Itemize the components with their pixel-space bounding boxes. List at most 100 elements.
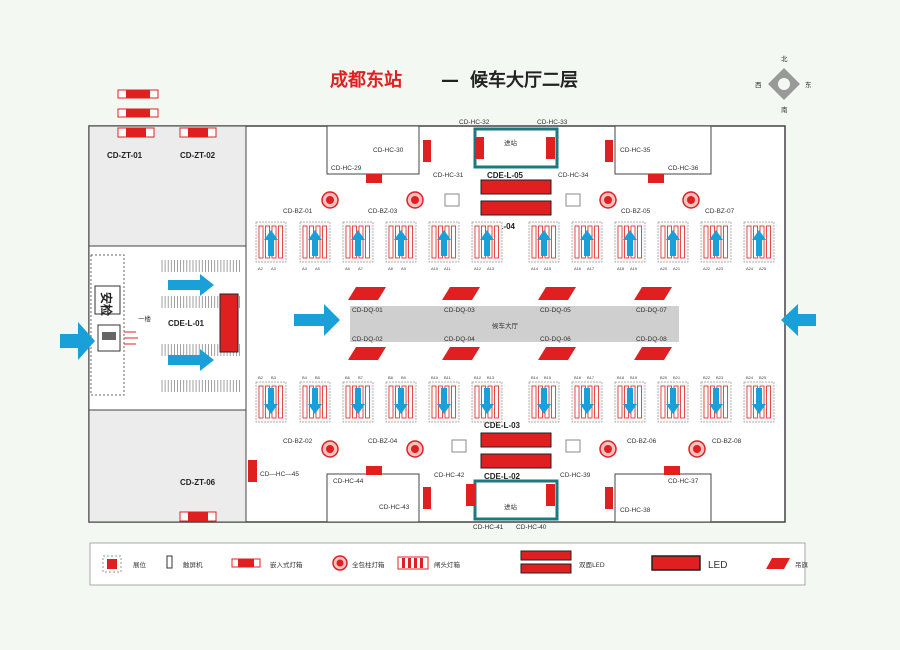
legend-flag: 吊旗 xyxy=(795,560,809,569)
gate-label: A2 xyxy=(258,266,264,271)
hanging-flag xyxy=(538,347,576,360)
entry-bottom[interactable] xyxy=(473,479,559,521)
gate-label: A13 xyxy=(487,266,495,271)
east-entry-arrow-icon xyxy=(781,304,816,336)
security-beam-icon xyxy=(124,331,138,345)
gate-label: A8 xyxy=(388,266,394,271)
gate-arrow-icon xyxy=(709,230,723,256)
gate-label: A22 xyxy=(703,266,711,271)
gate-label: A9 xyxy=(401,266,407,271)
label-hc39: CD-HC-39 xyxy=(560,472,591,479)
compass-icon: 北 南 东 西 xyxy=(755,55,812,114)
gate-label: B20 xyxy=(660,375,668,380)
gate-label: B3 xyxy=(271,375,277,380)
label-hc42: CD-HC-42 xyxy=(434,472,465,479)
pillar-lightbox-core xyxy=(604,196,612,204)
hanging-flag xyxy=(348,347,386,360)
label-dq05: CD-DQ-05 xyxy=(540,307,571,314)
gate-label: B13 xyxy=(487,375,495,380)
label-zt01: CD-ZT-01 xyxy=(107,151,143,160)
flag-icon xyxy=(766,558,790,569)
gate-label: A19 xyxy=(630,266,638,271)
gate-arrow-icon xyxy=(480,230,494,256)
led-l05 xyxy=(480,179,552,216)
gate-label: A4 xyxy=(302,266,308,271)
label-zt06: CD-ZT-06 xyxy=(180,478,216,487)
led-icon xyxy=(651,555,701,571)
legend-embedded: 嵌入式灯箱 xyxy=(270,560,303,569)
led-l03 xyxy=(480,432,552,469)
gate-label: B7 xyxy=(358,375,364,380)
escalator-down-arrow-icon xyxy=(168,349,214,371)
room-hc30 xyxy=(326,125,420,175)
embedded-lightbox-icon xyxy=(238,559,254,567)
gate-group: B12 B13 xyxy=(471,375,503,423)
hanging-flag xyxy=(442,347,480,360)
gate-label: B19 xyxy=(630,375,638,380)
gate-lightbox-icon xyxy=(397,556,429,570)
pillar-lightbox-core xyxy=(326,445,334,453)
compass-south: 南 xyxy=(781,105,788,114)
legend-gate: 闸头灯箱 xyxy=(434,560,461,569)
left-wing-bottom-room xyxy=(88,409,247,523)
gate-arrow-icon xyxy=(437,230,451,256)
gate-arrow-icon xyxy=(437,388,451,414)
pillar-lightbox-core xyxy=(411,196,419,204)
compass-east: 东 xyxy=(805,80,812,89)
gate-arrow-icon xyxy=(351,388,365,414)
label-hc43: CD-HC-43 xyxy=(379,504,410,511)
pillar-lightbox-core xyxy=(687,196,695,204)
left-wing-top-room xyxy=(88,125,247,247)
gate-arrow-icon xyxy=(537,230,551,256)
gate-label: B11 xyxy=(444,375,452,380)
pillar-lightbox-core xyxy=(411,445,419,453)
entry-top[interactable] xyxy=(473,127,559,169)
legend-led: LED xyxy=(708,560,727,571)
gate-arrow-icon xyxy=(308,230,322,256)
gate-arrow-icon xyxy=(709,388,723,414)
gate-arrow-icon xyxy=(666,388,680,414)
hanging-flag xyxy=(634,287,672,300)
label-dq01: CD-DQ-01 xyxy=(352,307,383,314)
label-entry-top: 进站 xyxy=(504,138,518,147)
gate-label: A10 xyxy=(431,266,439,271)
label-dq06: CD-DQ-06 xyxy=(540,336,571,343)
gate-arrow-icon xyxy=(264,388,278,414)
label-dq02: CD-DQ-02 xyxy=(352,336,383,343)
compass-west: 西 xyxy=(755,81,762,89)
label-hc34: CD-HC-34 xyxy=(558,172,589,179)
legend-kiosk: 展位 xyxy=(133,560,147,569)
label-hc31: CD-HC-31 xyxy=(433,172,464,179)
kiosk-icon xyxy=(107,559,117,569)
gate-group: A20 A21 xyxy=(657,221,689,271)
gate-label: A20 xyxy=(660,266,668,271)
label-hall: 候车大厅 xyxy=(492,321,519,330)
gate-label: B16 xyxy=(574,375,582,380)
label-hc45: CD—HC—45 xyxy=(260,471,299,478)
gate-label: B24 xyxy=(746,375,754,380)
gate-label: B12 xyxy=(474,375,482,380)
touch-screens xyxy=(444,193,581,453)
gate-arrow-icon xyxy=(666,230,680,256)
label-bz04: CD-BZ-04 xyxy=(368,438,398,445)
gate-arrow-icon xyxy=(394,230,408,256)
led-l01 xyxy=(219,293,239,353)
pillar-lightbox-core xyxy=(693,445,701,453)
gate-label: A16 xyxy=(574,266,582,271)
label-hc36: CD-HC-36 xyxy=(668,165,699,172)
gate-label: A21 xyxy=(673,266,681,271)
label-zt02: CD-ZT-02 xyxy=(180,151,216,160)
label-hc33: CD-HC-33 xyxy=(537,119,568,126)
label-hc40: CD-HC-40 xyxy=(516,524,547,531)
title-dash: — xyxy=(441,70,459,91)
legend-screen: 触屏机 xyxy=(183,560,203,569)
